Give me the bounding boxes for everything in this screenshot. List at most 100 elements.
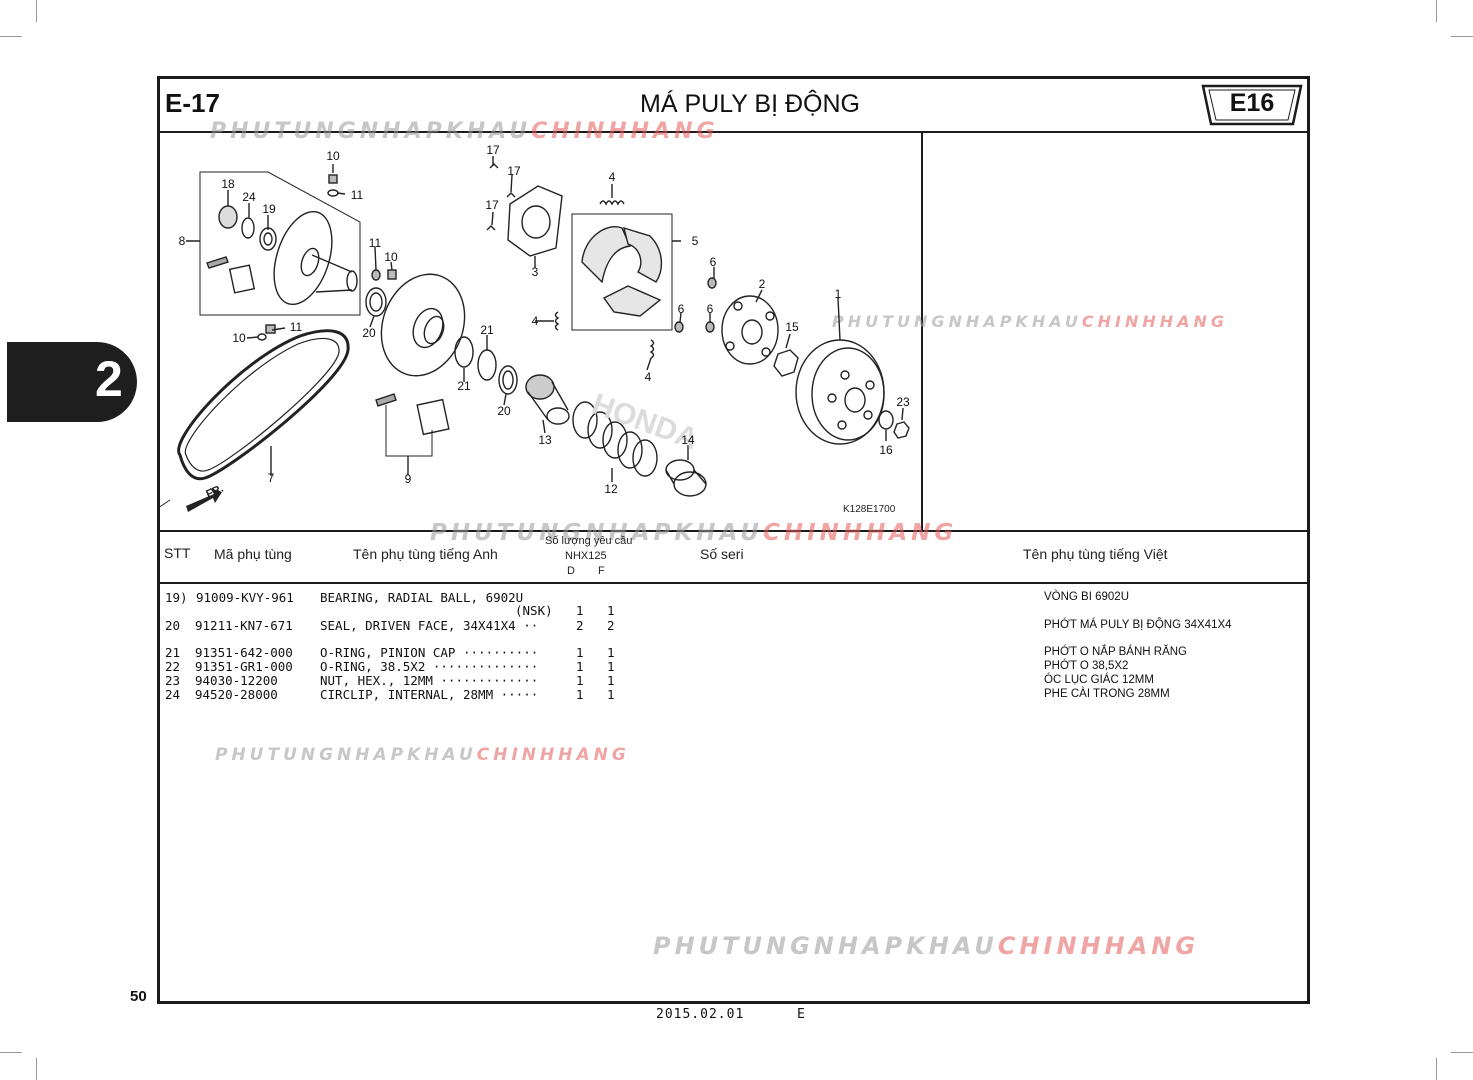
badge-frame	[1201, 84, 1303, 126]
crop-mark	[0, 1052, 22, 1053]
crop-mark	[1436, 0, 1437, 22]
callout-6: 6	[707, 302, 714, 316]
watermark-part2: CHINHHANG	[531, 119, 719, 144]
watermark-part1: PHUTUNGNHAPKHAU	[653, 932, 998, 960]
watermark-part1: PHUTUNGNHAPKHAU	[215, 745, 477, 765]
callout-24: 24	[242, 190, 256, 204]
table-row: 23 94030-12200 NUT, HEX., 12MM ·········…	[165, 673, 645, 689]
callout-10: 10	[232, 331, 246, 345]
callout-21: 21	[457, 379, 471, 393]
direction-label: FR.	[204, 483, 225, 501]
callout-2: 2	[759, 277, 766, 291]
col-model: NHX125	[565, 550, 607, 562]
chapter-tab: 2	[7, 342, 137, 422]
callout-11: 11	[351, 188, 364, 202]
col-qty-f: F	[598, 565, 605, 577]
row-qty-d: 1	[576, 603, 584, 618]
callout-17: 17	[485, 198, 499, 212]
callout-16: 16	[879, 443, 893, 457]
row-stt: 23	[165, 673, 181, 688]
crop-mark	[1451, 36, 1473, 37]
table-row: 20 91211-KN7-671 SEAL, DRIVEN FACE, 34X4…	[165, 618, 645, 634]
watermark-part1: PHUTUNGNHAPKHAU	[832, 312, 1082, 331]
watermark: PHUTUNGNHAPKHAUCHINHHANG	[653, 932, 1199, 960]
row-name-en: O-RING, 38.5X2 ··············	[320, 659, 539, 674]
crop-mark	[0, 36, 22, 37]
header-divider	[157, 131, 1307, 133]
table-row: 22 91351-GR1-000 O-RING, 38.5X2 ········…	[165, 659, 645, 675]
row-name-en: SEAL, DRIVEN FACE, 34X41X4 ··	[320, 618, 539, 633]
callout-7: 7	[268, 471, 275, 485]
callout-14: 14	[681, 433, 695, 447]
row-name-en: NUT, HEX., 12MM ·············	[320, 673, 539, 688]
watermark-part2: CHINHHANG	[762, 520, 958, 546]
row-part-no: 91211-KN7-671	[195, 618, 293, 633]
row-name-vi: PHE CÀI TRONG 28MM	[1044, 688, 1170, 700]
footer-edition: E	[797, 1007, 806, 1022]
callout-17: 17	[507, 164, 521, 178]
callout-15: 15	[785, 320, 799, 334]
callout-8: 8	[179, 234, 186, 248]
row-stt: 24	[165, 687, 181, 702]
callout-10: 10	[326, 149, 340, 163]
col-qty-d: D	[567, 565, 575, 577]
callout-12: 12	[604, 482, 618, 496]
page-number: 50	[130, 988, 147, 1005]
crop-mark	[36, 0, 37, 22]
chapter-number: 2	[95, 351, 123, 407]
callout-5: 5	[692, 234, 699, 248]
row-stt: 22	[165, 659, 181, 674]
badge-label: E16	[1229, 89, 1275, 117]
row-name-en: CIRCLIP, INTERNAL, 28MM ·····	[320, 687, 539, 702]
callout-6: 6	[710, 255, 717, 269]
row-qty-f: 1	[607, 645, 615, 660]
crop-mark	[1451, 1052, 1473, 1053]
row-qty-f: 1	[607, 659, 615, 674]
watermark-part1: PHUTUNGNHAPKHAU	[430, 520, 763, 546]
row-stt: 21	[165, 645, 181, 660]
callout-9: 9	[405, 472, 412, 486]
watermark: PHUTUNGNHAPKHAUCHINHHANG	[430, 520, 957, 546]
row-part-no: 91351-GR1-000	[195, 659, 293, 674]
watermark: PHUTUNGNHAPKHAUCHINHHANG	[210, 119, 719, 144]
row-part-no: 91351-642-000	[195, 645, 293, 660]
callout-20: 20	[362, 326, 376, 340]
row-name-en: O-RING, PINION CAP ··········	[320, 645, 539, 660]
page-frame	[157, 76, 1310, 1004]
callout-23: 23	[896, 395, 910, 409]
callout-13: 13	[538, 433, 552, 447]
diagram-divider	[157, 530, 1307, 532]
page-title: MÁ PULY BỊ ĐỘNG	[640, 90, 860, 118]
row-part-no: 94030-12200	[195, 673, 278, 688]
table-row: 24 94520-28000 CIRCLIP, INTERNAL, 28MM ·…	[165, 687, 645, 703]
row-stt: 20	[165, 618, 181, 633]
row-qty-f: 1	[607, 673, 615, 688]
callout-21: 21	[480, 323, 494, 337]
row-part-no: 94520-28000	[195, 687, 278, 702]
row-name-vi: PHỚT O 38,5X2	[1044, 660, 1129, 672]
callout-4: 4	[645, 370, 652, 384]
crop-mark	[36, 1058, 37, 1080]
row-qty-d: 1	[576, 659, 584, 674]
watermark-part2: CHINHHANG	[476, 745, 630, 765]
watermark-part2: CHINHHANG	[1081, 312, 1229, 331]
row-name-vi: PHỚT MÁ PULY BỊ ĐỘNG 34X41X4	[1044, 619, 1232, 631]
watermark-part1: PHUTUNGNHAPKHAU	[210, 119, 532, 144]
col-name-en: Tên phụ tùng tiếng Anh	[353, 546, 498, 562]
row-part-no: 91009-KVY-961	[196, 590, 294, 605]
col-serial: Số seri	[700, 546, 744, 562]
row-qty-f: 1	[607, 603, 615, 618]
row-name-en: BEARING, RADIAL BALL, 6902U	[320, 590, 524, 605]
table-header-divider	[157, 582, 1307, 584]
callout-4: 4	[532, 314, 539, 328]
crop-mark	[1436, 1058, 1437, 1080]
callout-4: 4	[609, 170, 616, 184]
table-row: 19) 91009-KVY-961 BEARING, RADIAL BALL, …	[165, 590, 645, 620]
row-name-vi: VÒNG BI 6902U	[1044, 591, 1130, 603]
table-row: 21 91351-642-000 O-RING, PINION CAP ····…	[165, 645, 645, 661]
watermark: PHUTUNGNHAPKHAUCHINHHANG	[215, 745, 630, 765]
row-name-en-note: (NSK)	[515, 603, 553, 618]
callout-11: 11	[290, 320, 303, 334]
callout-18: 18	[221, 177, 235, 191]
row-name-vi: ÓC LỤC GIÁC 12MM	[1044, 674, 1154, 686]
